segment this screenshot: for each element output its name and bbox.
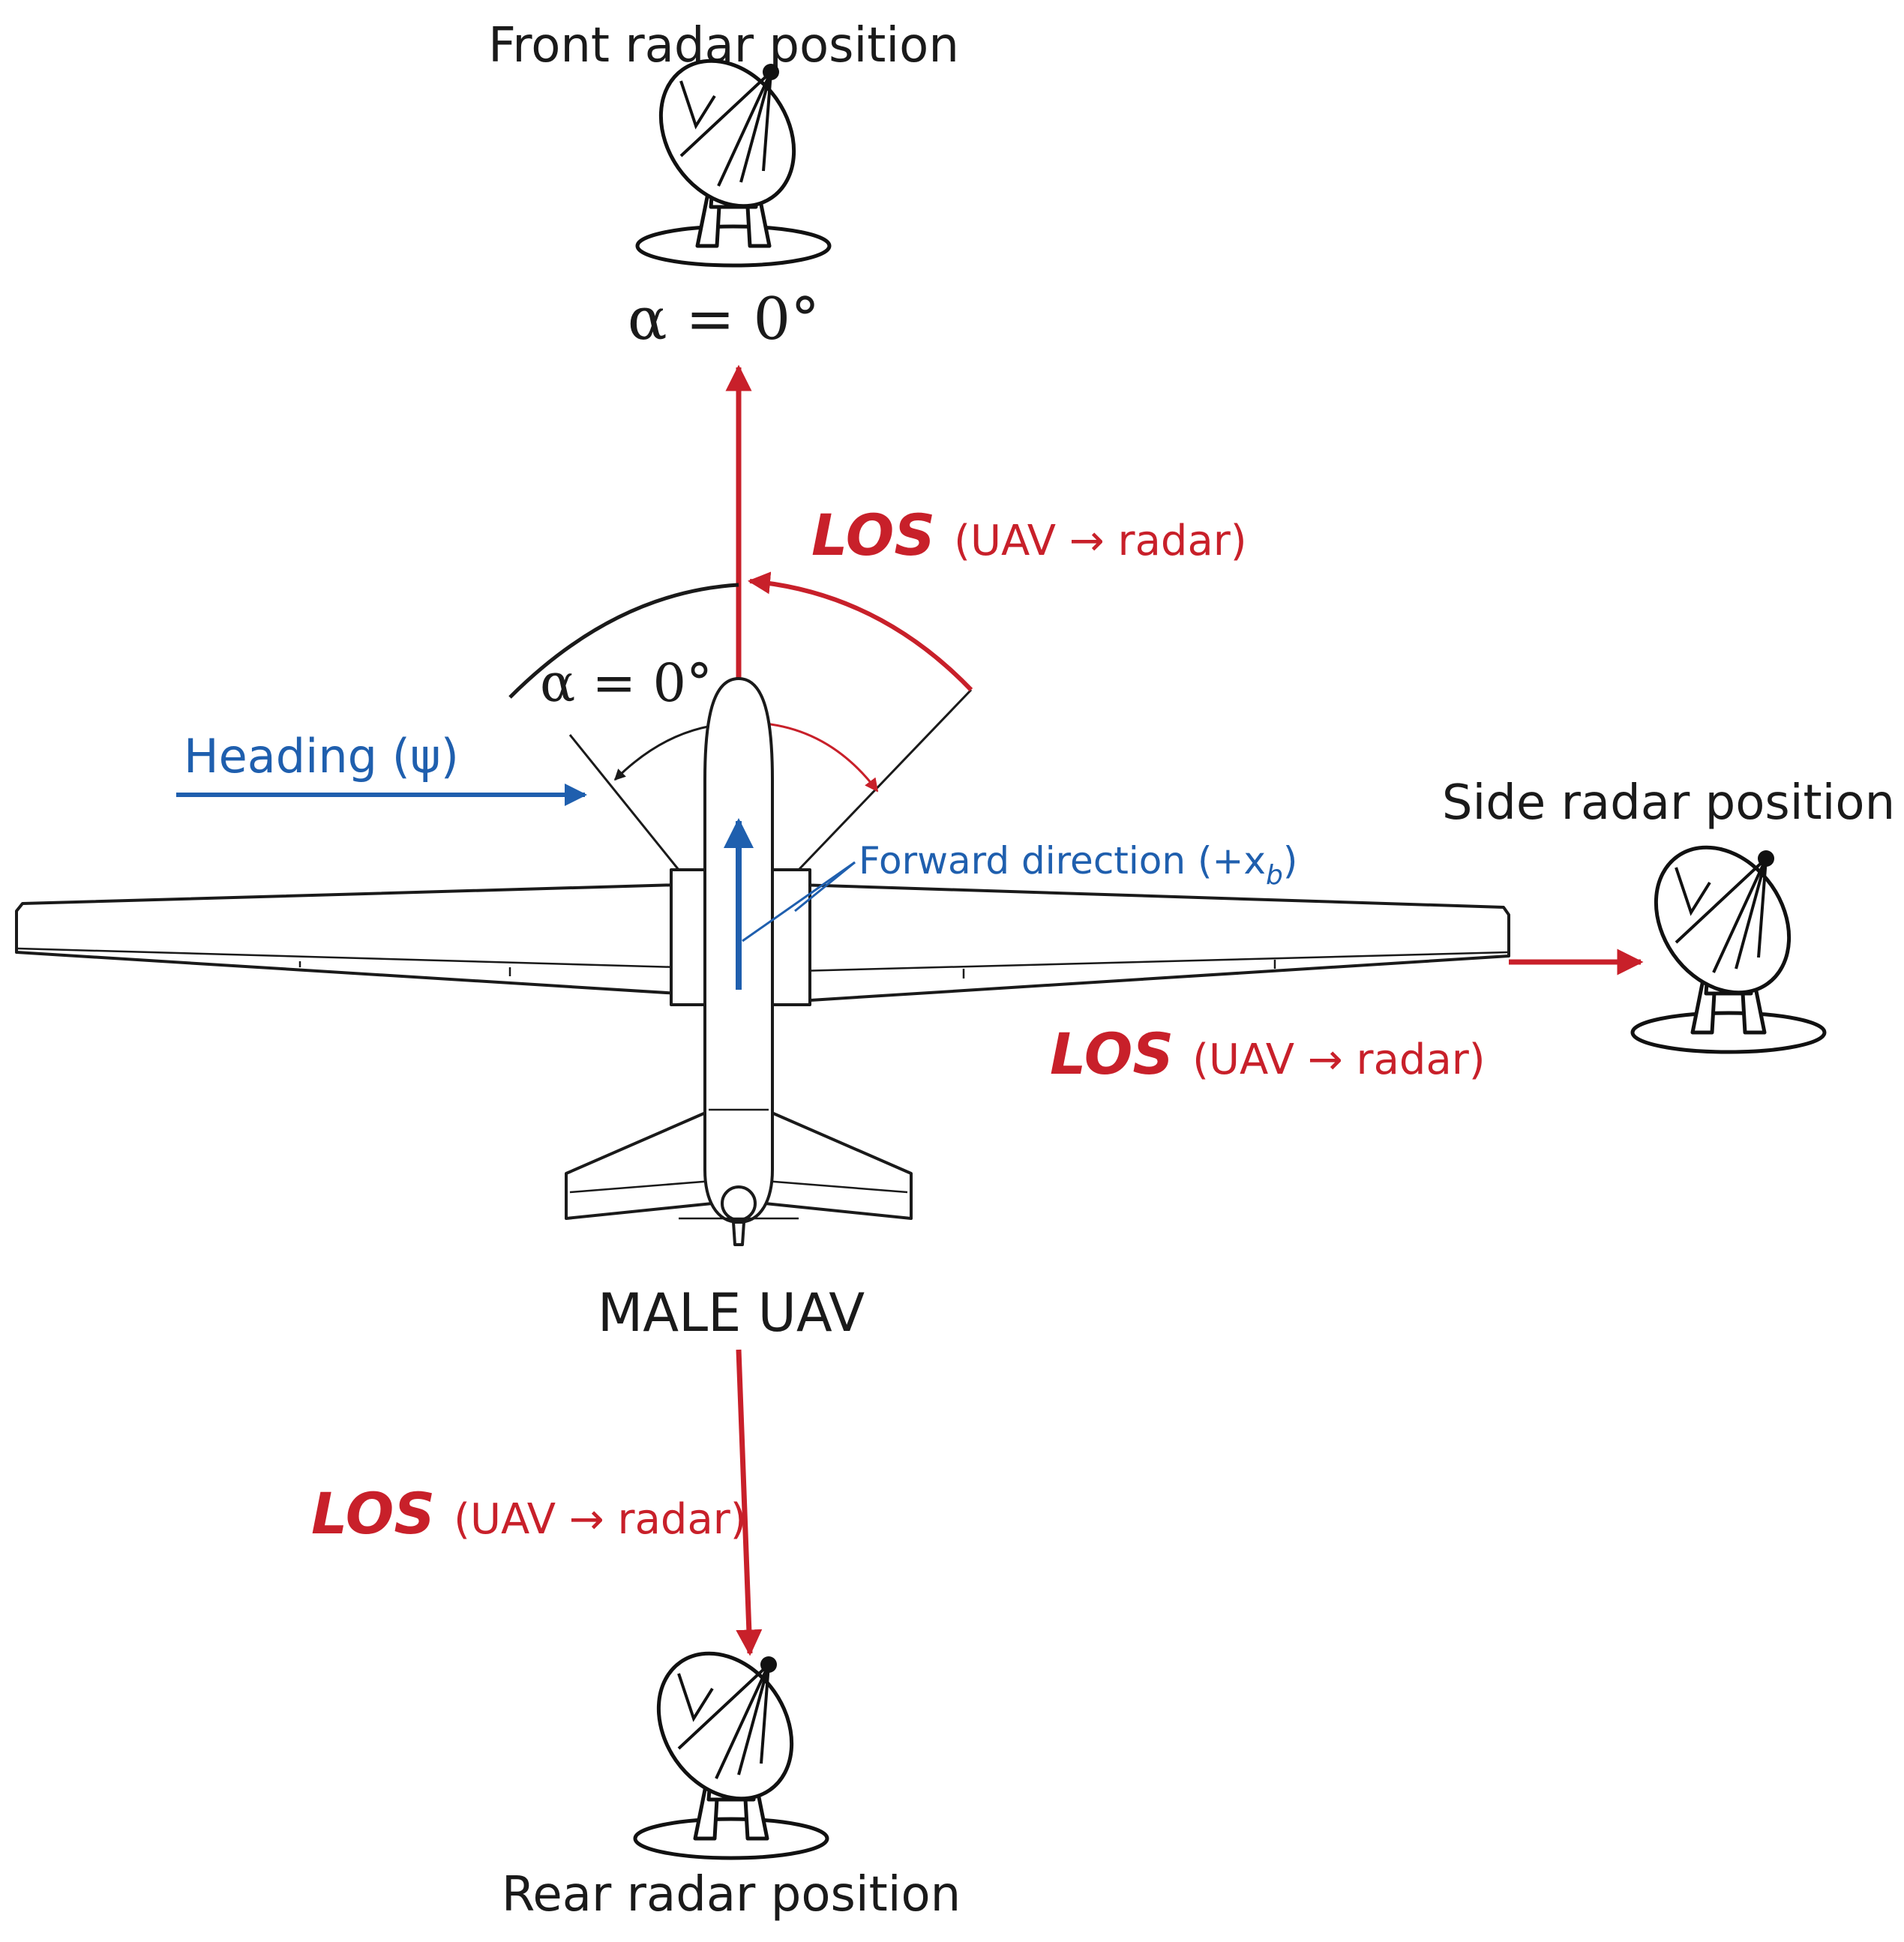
forward-subscript: b: [1266, 860, 1283, 891]
los-outer-arc: [748, 571, 973, 692]
los-inner-arc: [764, 722, 879, 793]
forward-leader-1: [742, 861, 856, 943]
alpha-top-label: α = 0°: [628, 286, 820, 353]
los-rear-title: LOS: [311, 1480, 435, 1547]
angle-ray-right: [797, 688, 973, 871]
rear-radar-label: Rear radar position: [502, 1867, 961, 1923]
los-rear-label: LOS (UAV → radar): [311, 1480, 747, 1547]
uav-label: MALE UAV: [598, 1282, 865, 1344]
los-rear-subtitle: (UAV → radar): [454, 1495, 746, 1544]
side-radar-dish-icon: [1629, 822, 1825, 1052]
rear-radar-dish-icon: [631, 1628, 827, 1858]
los-front-title: LOS: [811, 502, 935, 568]
los-side-label: LOS (UAV → radar): [1050, 1020, 1486, 1087]
forward-leader-2: [794, 861, 856, 913]
forward-text: Forward direction (+x: [859, 839, 1266, 883]
los-front-label: LOS (UAV → radar): [811, 502, 1247, 568]
los-side-subtitle: (UAV → radar): [1192, 1035, 1485, 1084]
forward-label: Forward direction (+xb): [859, 839, 1297, 891]
los-side-title: LOS: [1050, 1020, 1174, 1087]
side-radar-label: Side radar position: [1442, 775, 1895, 831]
forward-close: ): [1283, 839, 1298, 883]
heading-label: Heading (ψ): [184, 729, 459, 784]
angle-ray-left: [568, 734, 680, 871]
alpha-near-label: α = 0°: [540, 652, 712, 714]
los-front-subtitle: (UAV → radar): [954, 517, 1246, 565]
uav-icon: [15, 677, 1510, 1246]
alpha-outer-arc: [508, 583, 739, 699]
los-rear-arrow: [736, 1349, 763, 1656]
